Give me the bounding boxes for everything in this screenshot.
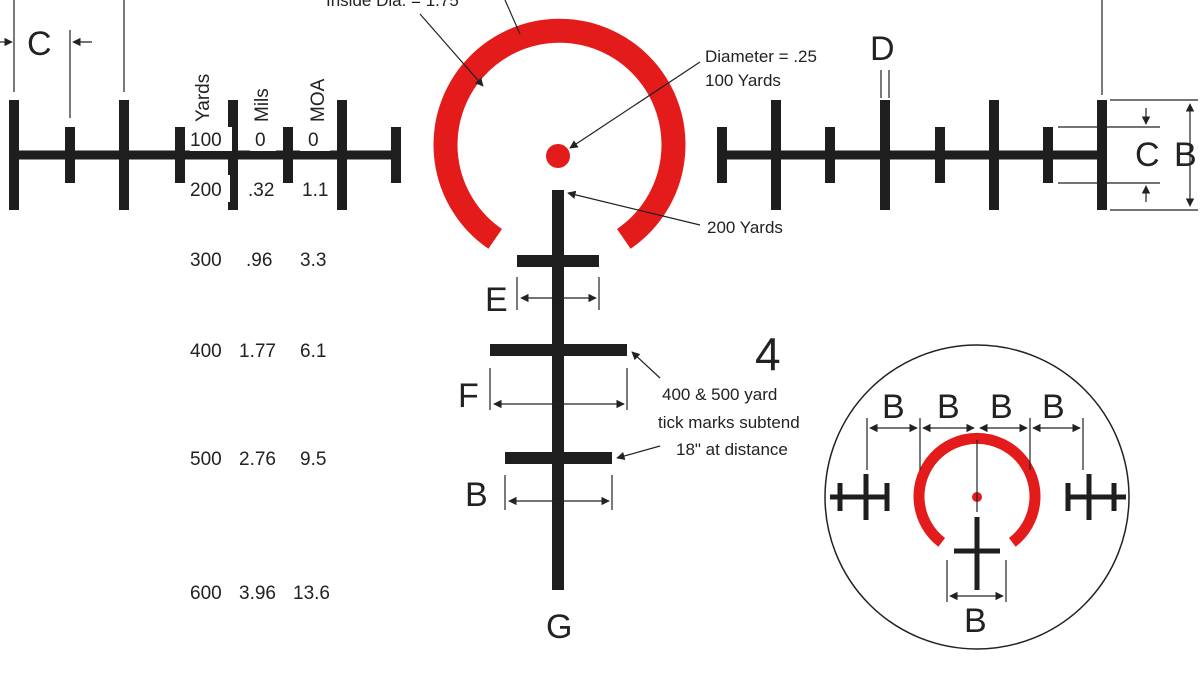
- svg-text:1.77: 1.77: [239, 341, 276, 362]
- scope-letter-b: B: [990, 388, 1013, 426]
- table-row: 500 2.76 9.5: [190, 449, 326, 470]
- table-row: 300 .96 3.3: [190, 250, 326, 271]
- yards-200-callout: 200 Yards: [567, 190, 783, 237]
- svg-text:3.3: 3.3: [300, 250, 326, 271]
- svg-text:1.1: 1.1: [302, 180, 328, 201]
- table-headers: Yards Mils MOA: [193, 74, 329, 122]
- header-yards: Yards: [193, 74, 214, 122]
- scope-letter-b: B: [937, 388, 960, 426]
- figure-number: 4: [755, 328, 781, 380]
- diameter-callout: Diameter = .25 100 Yards: [569, 47, 817, 149]
- left-horizontal-stadia: [9, 100, 401, 210]
- range-table: 100 0 0 200 .32 1.1 300 .96 3.3 400 1.77…: [188, 127, 332, 604]
- table-row: 600 3.96 13.6: [190, 583, 330, 604]
- svg-text:400: 400: [190, 341, 222, 362]
- svg-text:3.96: 3.96: [239, 583, 276, 604]
- svg-text:tick marks subtend: tick marks subtend: [658, 413, 800, 432]
- svg-text:2.76: 2.76: [239, 449, 276, 470]
- scope-letter-b: B: [882, 388, 905, 426]
- dimension-c-left: C: [0, 0, 125, 118]
- header-mils: Mils: [252, 88, 273, 122]
- letter-f: F: [458, 377, 479, 415]
- inside-dia-callout: Inside Dia. = 1.75: [326, 0, 521, 87]
- dimension-b-post: B: [465, 475, 613, 514]
- letter-e: E: [485, 281, 508, 319]
- scope-view: B B B B B: [824, 344, 1130, 650]
- letter-c-left: C: [27, 25, 52, 63]
- svg-text:400 & 500 yard: 400 & 500 yard: [662, 385, 777, 404]
- svg-text:6.1: 6.1: [300, 341, 326, 362]
- center-dot: [546, 144, 570, 168]
- red-ring: [433, 18, 686, 249]
- dimension-c-right: C: [1058, 0, 1160, 202]
- diameter-label: Diameter = .25: [705, 47, 817, 66]
- right-horizontal-stadia: [717, 100, 1107, 210]
- yards-200-label: 200 Yards: [707, 218, 783, 237]
- vertical-post: [490, 190, 627, 590]
- svg-text:.96: .96: [246, 250, 272, 271]
- dimension-f: F: [458, 368, 628, 415]
- svg-text:18" at distance: 18" at distance: [676, 440, 788, 459]
- inside-dia-label: Inside Dia. = 1.75: [326, 0, 459, 10]
- svg-text:100: 100: [190, 130, 222, 151]
- letter-g: G: [546, 608, 572, 646]
- dimension-e: E: [485, 277, 600, 319]
- svg-text:13.6: 13.6: [293, 583, 330, 604]
- letter-d: D: [870, 30, 895, 68]
- svg-text:9.5: 9.5: [300, 449, 326, 470]
- svg-text:0: 0: [255, 130, 266, 151]
- letter-c-right: C: [1135, 136, 1160, 174]
- svg-text:500: 500: [190, 449, 222, 470]
- letter-b-right: B: [1174, 136, 1197, 174]
- svg-text:600: 600: [190, 583, 222, 604]
- letter-b-post: B: [465, 476, 488, 514]
- scope-letter-b-bottom: B: [964, 602, 987, 640]
- scope-red-ring: [913, 432, 1041, 547]
- dimension-d: D: [870, 30, 895, 98]
- scope-letter-b: B: [1042, 388, 1065, 426]
- header-moa: MOA: [308, 78, 329, 122]
- svg-text:200: 200: [190, 180, 222, 201]
- tick-marks-callout: 400 & 500 yard tick marks subtend 18" at…: [616, 351, 800, 461]
- table-row: 200 .32 1.1: [188, 175, 332, 202]
- scope-outline: [824, 344, 1130, 650]
- dimension-b-right: B: [1110, 99, 1198, 211]
- diameter-yards-label: 100 Yards: [705, 71, 781, 90]
- red-ring-reticle: [433, 18, 686, 249]
- svg-text:.32: .32: [248, 180, 274, 201]
- table-row: 400 1.77 6.1: [190, 341, 326, 362]
- table-row: 100 0 0: [190, 127, 330, 151]
- svg-text:0: 0: [308, 130, 319, 151]
- svg-text:300: 300: [190, 250, 222, 271]
